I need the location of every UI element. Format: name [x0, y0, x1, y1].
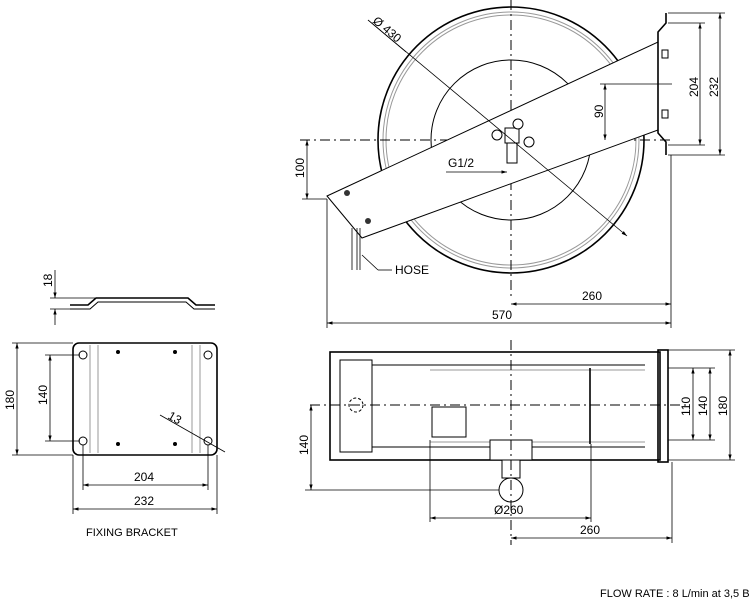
dim-260: 260 — [582, 289, 602, 303]
dim-110: 110 — [679, 397, 693, 416]
wall-bracket — [657, 13, 667, 155]
dim-13: 13 — [166, 408, 185, 427]
thread-size-label: G1/2 — [448, 156, 474, 170]
fixing-bracket-caption: FIXING BRACKET — [86, 527, 178, 539]
dim-90: 90 — [592, 104, 606, 118]
bracket-plate — [72, 342, 218, 456]
bracket-top — [657, 349, 669, 463]
dim-140-right: 140 — [696, 396, 710, 416]
top-view: 140 110 140 180 Ø260 260 — [297, 340, 735, 545]
dim-232: 232 — [707, 77, 721, 97]
dim-100: 100 — [293, 158, 307, 178]
reel-arm — [326, 41, 659, 239]
dim-232-bracket: 232 — [134, 494, 154, 508]
dim-180: 180 — [3, 390, 17, 410]
dim-204: 204 — [687, 77, 701, 97]
side-view: HOSE Ø 430 G1/2 90 204 232 100 260 570 — [293, 0, 725, 328]
dim-180-right: 180 — [716, 396, 730, 416]
diameter-260-label: Ø260 — [494, 503, 524, 517]
dim-204-bracket: 204 — [134, 470, 154, 484]
dim-570: 570 — [492, 308, 512, 322]
bracket-profile — [70, 297, 215, 306]
dim-260-bottom: 260 — [580, 523, 600, 537]
hose-label: HOSE — [395, 263, 429, 277]
flow-rate-note: FLOW RATE : 8 L/min at 3,5 BAR — [600, 588, 749, 600]
dim-140-left: 140 — [297, 435, 311, 455]
fixing-bracket-view: 18 13 180 140 204 232 FIXING BRACKET — [3, 270, 226, 539]
diameter-430-label: Ø 430 — [370, 14, 404, 46]
dim-18: 18 — [41, 273, 55, 287]
dim-140: 140 — [36, 385, 50, 405]
